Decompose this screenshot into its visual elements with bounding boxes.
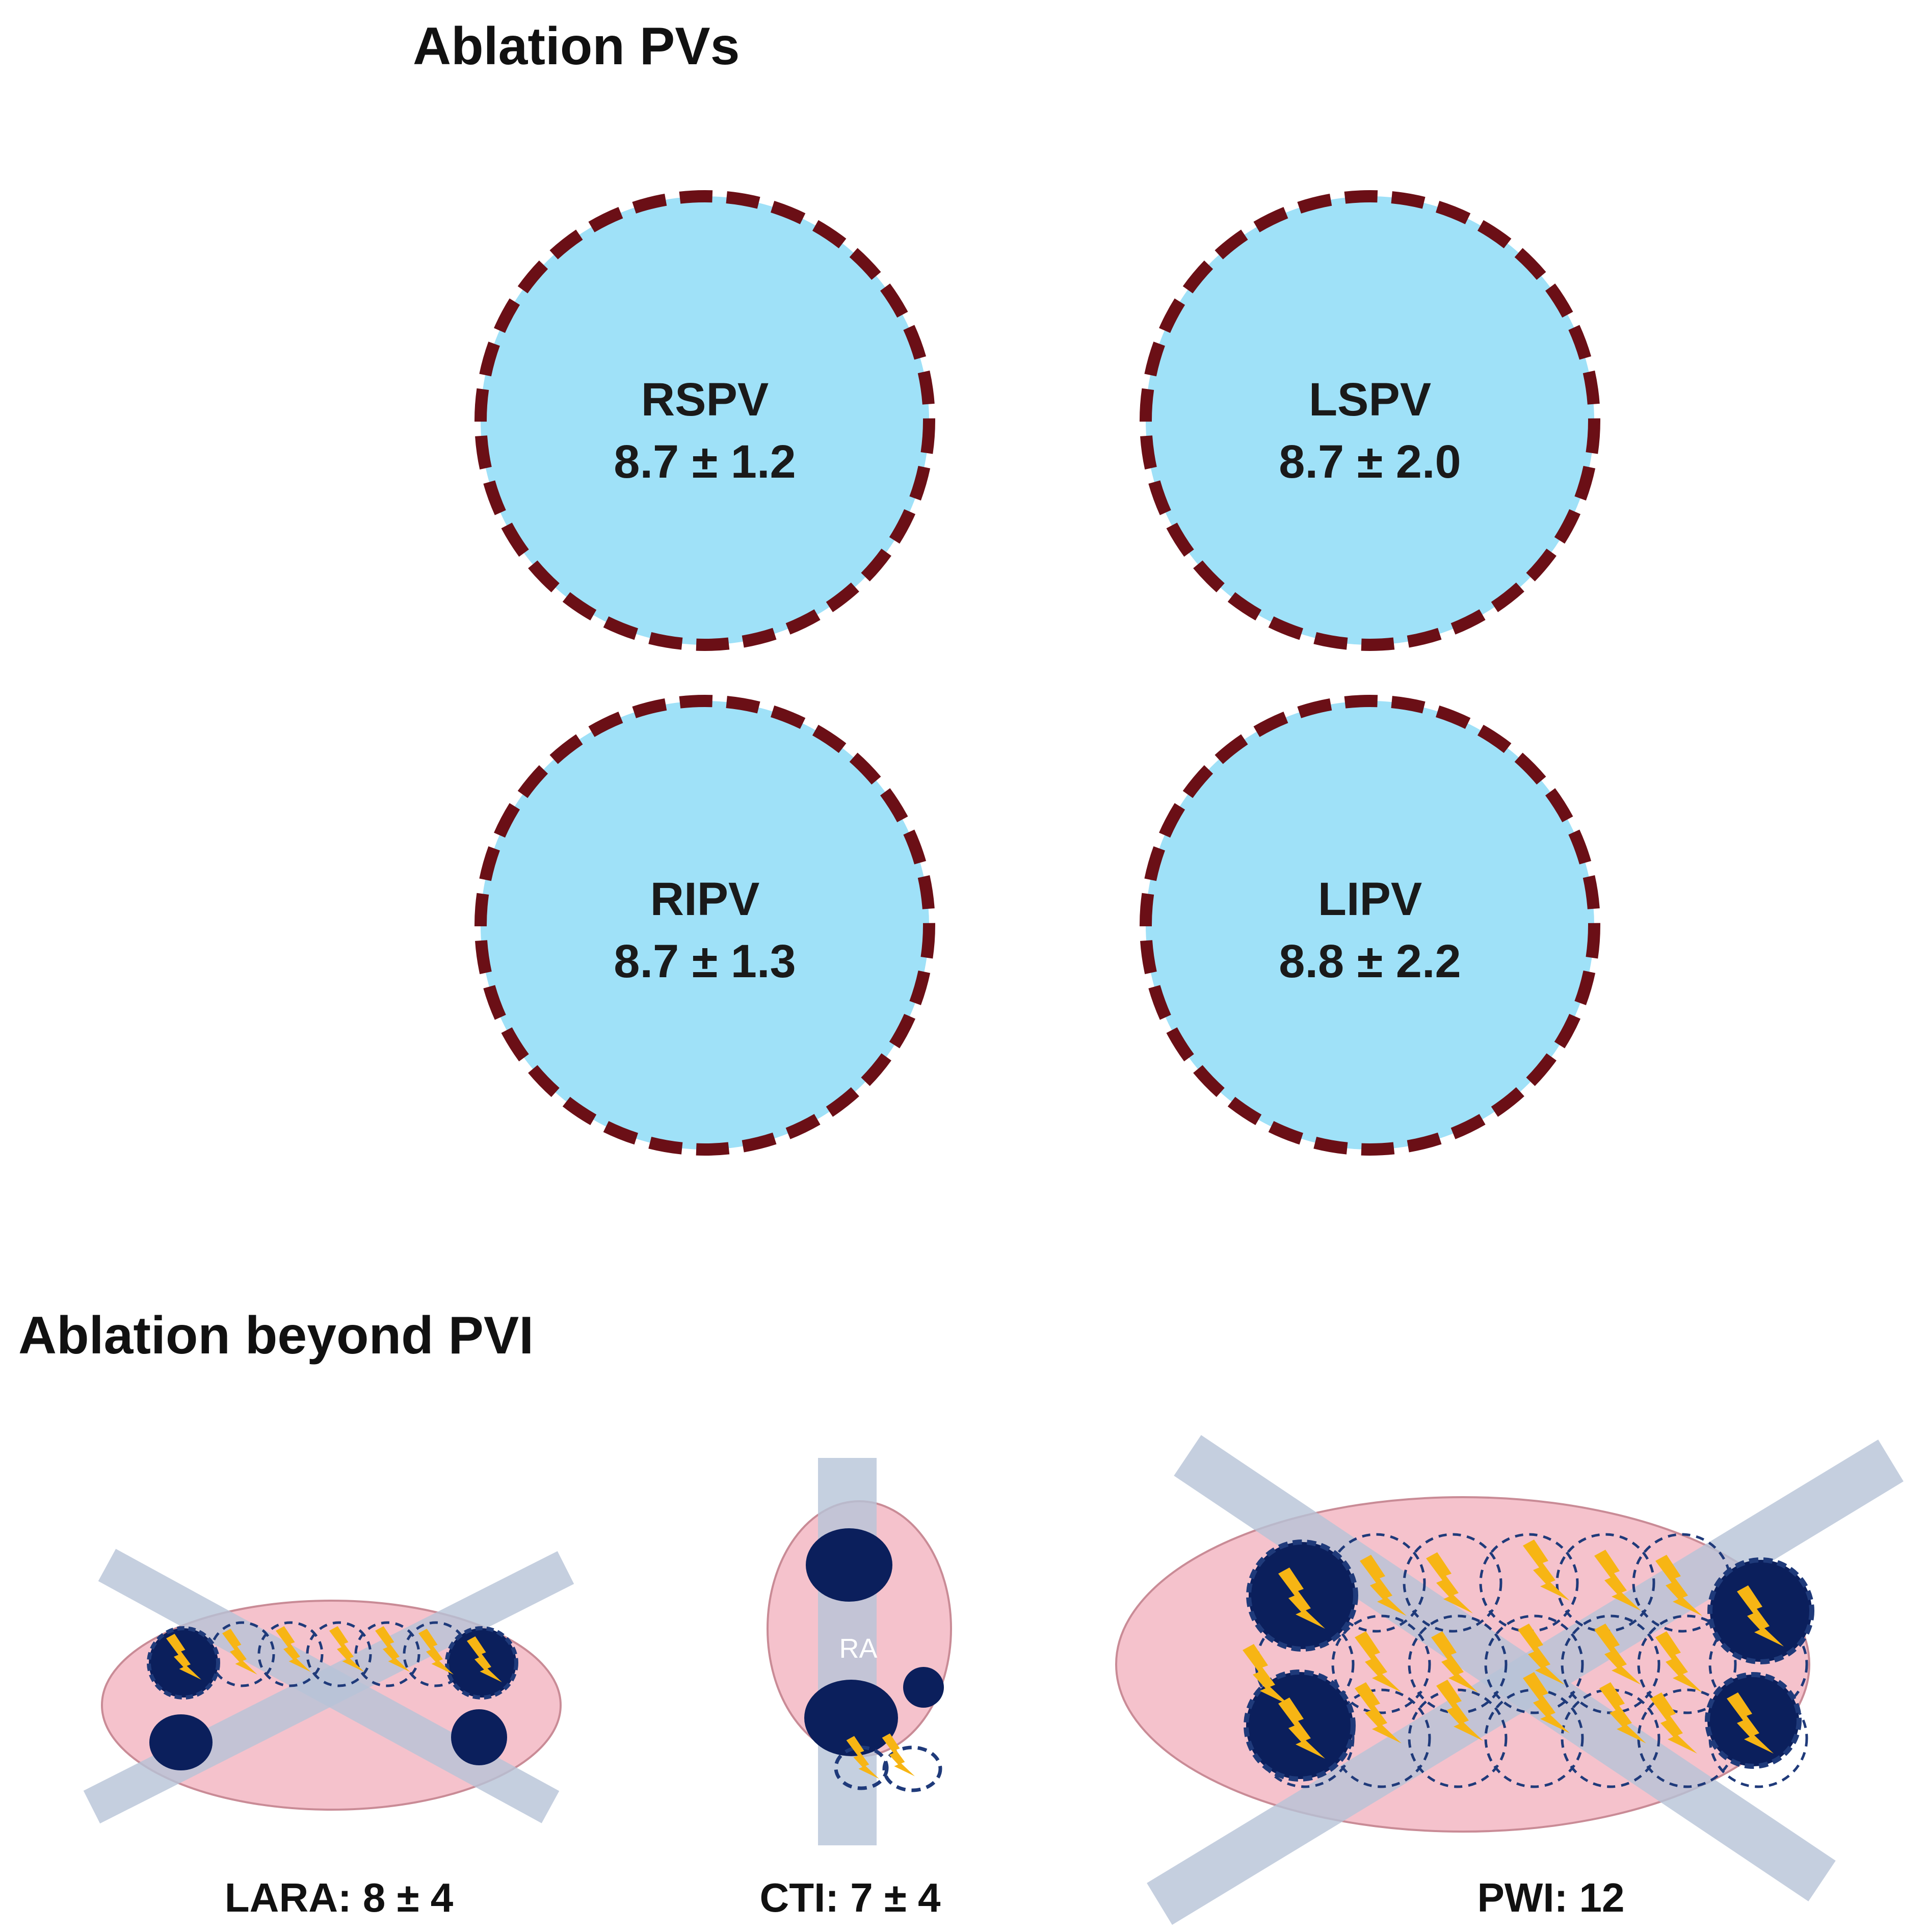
pv-ripv-name: RIPV	[650, 873, 760, 925]
pv-rspv: RSPV 8.7 ± 1.2	[474, 190, 935, 651]
pv-rspv-value: 8.7 ± 1.2	[614, 436, 796, 488]
panel-lara: LARA: 8 ± 4	[83, 1549, 574, 1920]
panel-cti: RA CTI: 7 ± 4	[759, 1458, 952, 1920]
vein-left-upper	[1246, 1539, 1358, 1652]
pv-lspv: LSPV 8.7 ± 2.0	[1140, 190, 1600, 651]
band	[1147, 1439, 1904, 1925]
atrium-label-ra: RA	[839, 1633, 877, 1664]
coronary-sinus	[903, 1667, 944, 1708]
pv-rspv-name: RSPV	[641, 374, 769, 426]
pv-lipv-value: 8.8 ± 2.2	[1279, 935, 1461, 987]
pv-ripv: RIPV 8.7 ± 1.3	[474, 695, 935, 1156]
caption-lara: LARA: 8 ± 4	[225, 1875, 454, 1920]
pv-lspv-name: LSPV	[1309, 374, 1431, 426]
pv-lipv-name: LIPV	[1318, 873, 1422, 925]
vein-left-lower	[149, 1714, 213, 1770]
section-title-ablation-beyond-pvi: Ablation beyond PVI	[18, 1306, 534, 1365]
panel-pwi: PWI: 12	[1115, 1435, 1904, 1925]
lesion-line	[209, 1621, 469, 1687]
pv-ripv-value: 8.7 ± 1.3	[614, 935, 796, 987]
caption-pwi: PWI: 12	[1478, 1875, 1625, 1920]
vein-right-lower	[451, 1709, 507, 1765]
section-title-ablation-pvs: Ablation PVs	[413, 17, 740, 76]
caption-cti: CTI: 7 ± 4	[759, 1875, 941, 1920]
band	[818, 1458, 877, 1845]
vein-svc	[806, 1528, 892, 1602]
pv-lipv: LIPV 8.8 ± 2.2	[1140, 695, 1600, 1156]
pv-lspv-value: 8.7 ± 2.0	[1279, 436, 1461, 488]
vein-ivc	[804, 1680, 898, 1756]
vein-right-upper	[1707, 1557, 1814, 1664]
vein-right-lower	[1705, 1672, 1802, 1769]
